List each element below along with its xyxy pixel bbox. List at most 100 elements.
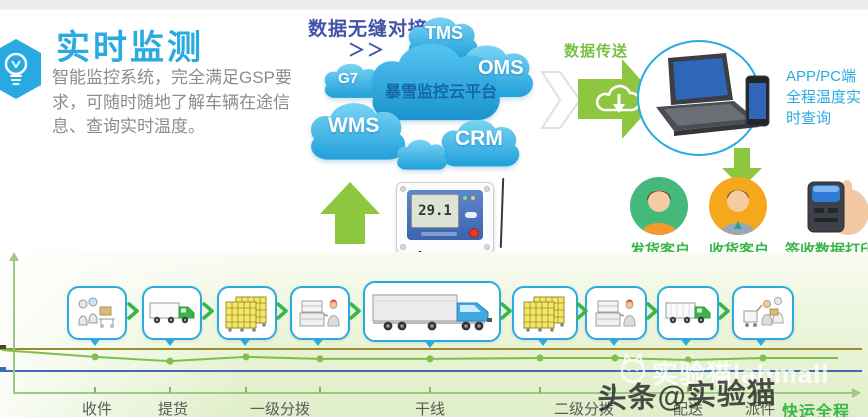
- x-axis-arrow: [852, 388, 861, 398]
- axis-tick: [94, 387, 96, 393]
- top-divider-strip: [0, 0, 868, 10]
- end-label: 快运全程: [782, 404, 851, 417]
- stage-card-receive: [67, 286, 127, 340]
- dispatch-cart-icon: [743, 296, 784, 327]
- flow-chevron-icon: [349, 302, 361, 320]
- platform-label: 暴雪监控云平台: [384, 84, 497, 101]
- upper-limit-line: [0, 348, 862, 350]
- watermark-light: 实验猫labmall: [652, 359, 830, 389]
- boxes-worker-icon: [299, 299, 340, 327]
- card-pointer: [424, 340, 436, 348]
- logger-red-button: [469, 228, 479, 238]
- temperature-point: [316, 355, 324, 363]
- pickup-truck-icon: [149, 302, 195, 324]
- roll-cage-icon: [523, 296, 565, 332]
- axis-tick: [169, 387, 171, 393]
- flow-chevron-icon: [127, 302, 139, 320]
- axis-tick: [319, 387, 321, 393]
- card-pointer: [164, 338, 176, 346]
- page-description: 智能监控系统，完全满足GSP要求，可随时随地了解车辆在途信息、查询实时温度。: [52, 68, 292, 137]
- upper-limit-tick-clipped: [0, 345, 6, 349]
- cat-watermark-icon: [620, 353, 646, 384]
- logger-panel: 29.1: [407, 190, 483, 240]
- card-pointer: [608, 338, 620, 346]
- crm-label: CRM: [455, 127, 503, 150]
- handheld-printer-icon: [807, 180, 868, 235]
- axis-tick: [762, 387, 764, 393]
- stage-card-trunk: [363, 281, 501, 342]
- axis-tick: [245, 387, 247, 393]
- g7-label: G7: [338, 70, 359, 87]
- stage-label-pickup: 提货: [157, 401, 188, 417]
- integration-heading: 数据无缝对接: [308, 19, 429, 40]
- stage-label-hub1: 一级分拨: [249, 401, 310, 417]
- stage-label-dispatch: 派件: [744, 401, 775, 417]
- y-axis: [13, 260, 15, 394]
- tms-label: TMS: [425, 23, 463, 43]
- temperature-point: [242, 353, 250, 361]
- stage-label-receive: 收件: [81, 401, 112, 417]
- temperature-point: [684, 356, 692, 364]
- temperature-point: [166, 357, 174, 365]
- page-title: 实时监测: [56, 29, 204, 67]
- lcd-temperature-value: 29.1: [418, 203, 452, 219]
- receive-counter-icon: [78, 297, 115, 328]
- axis-tick: [687, 387, 689, 393]
- temperature-logger-device: 29.1: [396, 182, 494, 254]
- transfer-label: 数据传送: [564, 43, 629, 60]
- stage-card-pickup: [142, 286, 202, 340]
- lower-limit-line: [0, 370, 862, 372]
- delivery-truck-icon: [665, 302, 711, 324]
- app-pc-query-label: APP/PC端 全程温度实 时查询: [786, 68, 862, 127]
- card-pointer: [537, 338, 549, 346]
- sender-avatar: [630, 177, 688, 235]
- card-pointer: [680, 338, 692, 346]
- wms-label: WMS: [328, 114, 380, 137]
- stage-card-delivery: [657, 286, 719, 340]
- flow-chevron-icon: [500, 302, 512, 320]
- card-pointer: [239, 338, 251, 346]
- stage-label-delivery: 配送: [672, 401, 703, 417]
- lightbulb-hexagon-icon: [0, 39, 41, 99]
- card-pointer: [89, 338, 101, 346]
- signal-led: [463, 196, 467, 200]
- x-axis: [13, 392, 853, 394]
- logger-antenna: [499, 177, 505, 249]
- flow-chevron-icon: [646, 302, 658, 320]
- logger-label-strip: [421, 232, 457, 236]
- temperature-point: [426, 355, 434, 363]
- stage-label-trunk: 干线: [414, 401, 445, 417]
- stage-label-hub2: 二级分拨: [553, 401, 614, 417]
- logger-lcd: 29.1: [411, 194, 459, 228]
- temperature-point: [759, 354, 767, 362]
- logger-button: [465, 212, 477, 218]
- power-led: [471, 196, 475, 200]
- oms-label: OMS: [478, 57, 524, 79]
- temperature-point: [91, 353, 99, 361]
- stage-card-cage-2: [512, 286, 578, 340]
- boxes-worker-icon: [595, 299, 636, 327]
- card-pointer: [312, 338, 324, 346]
- lower-limit-tick-clipped: [0, 367, 6, 371]
- card-pointer: [755, 338, 767, 346]
- stage-card-cage-1: [217, 286, 277, 340]
- flow-chevron-icon: [202, 302, 214, 320]
- watermark-dark: 头条@实验猫LABmall: [597, 377, 778, 417]
- stage-card-load-2: [585, 286, 647, 340]
- y-axis-arrow: [9, 252, 19, 261]
- temperature-line-svg: [1, 349, 838, 365]
- laptop-tablet-icon: [656, 53, 770, 136]
- stage-card-dispatch: [732, 286, 794, 340]
- axis-tick: [539, 387, 541, 393]
- temperature-point: [536, 354, 544, 362]
- flow-chevron-icon: [718, 302, 730, 320]
- trunk-truck-icon: [372, 294, 492, 330]
- small-cloud: [388, 136, 456, 172]
- receiver-avatar: [709, 177, 767, 235]
- integration-chevrons: ＞＞: [348, 41, 386, 60]
- axis-tick: [614, 387, 616, 393]
- flow-chevron-icon: [276, 302, 288, 320]
- chevron-ghost-icon: [540, 71, 582, 129]
- roll-cage-icon: [225, 296, 267, 332]
